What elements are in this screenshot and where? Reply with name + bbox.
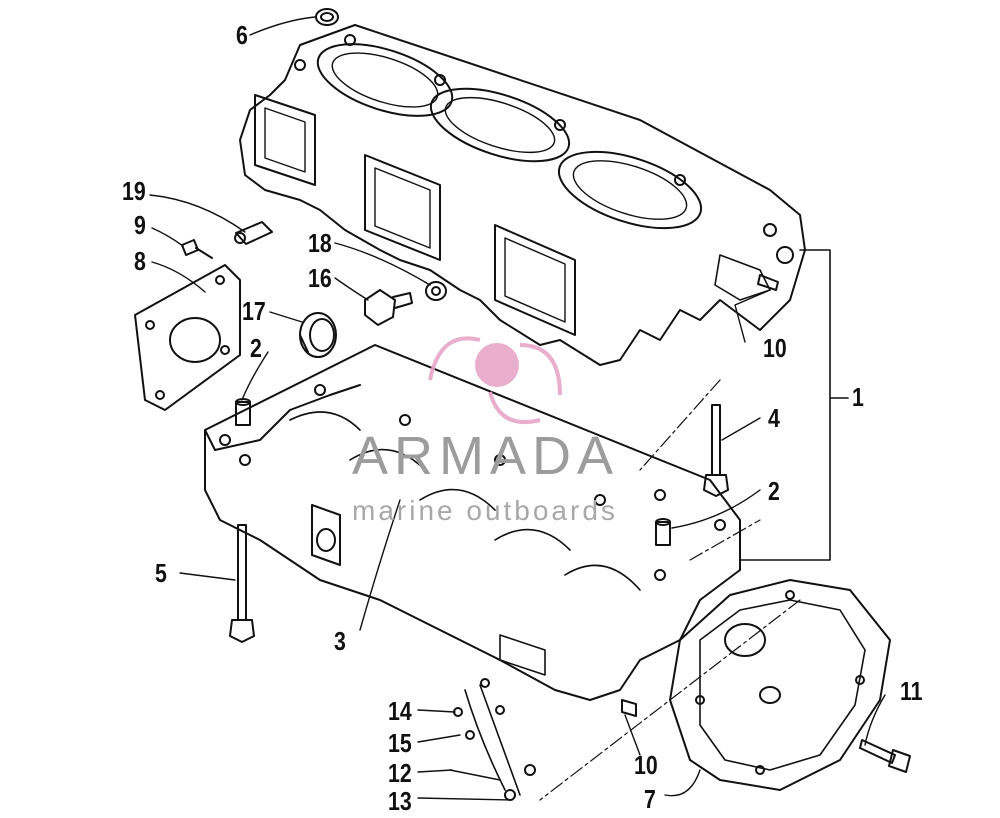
part-4-bolt: [703, 404, 729, 497]
watermark-subtitle: marine outboards: [352, 495, 618, 526]
callout-8: 8: [134, 246, 146, 276]
part-10-pin-lower: [621, 699, 637, 717]
part-17-seal: [299, 312, 337, 358]
watermark-logo: [428, 336, 562, 425]
callout-2-left: 2: [250, 333, 262, 363]
callout-19: 19: [122, 176, 146, 206]
part-1-bracket: [739, 249, 849, 561]
callout-6: 6: [236, 20, 248, 50]
part-16-bolt: [364, 289, 413, 326]
callout-7: 7: [644, 784, 656, 814]
part-10-pin-upper: [757, 274, 779, 291]
callout-10-upper: 10: [763, 333, 787, 363]
part-8-plate: [134, 264, 241, 411]
part-6-seal: [315, 8, 339, 26]
lower-crankcase: [204, 344, 741, 701]
callout-17: 17: [242, 296, 266, 326]
callout-2-right: 2: [768, 476, 780, 506]
callout-18: 18: [308, 228, 332, 258]
center-lines: [539, 379, 801, 801]
callout-5: 5: [155, 558, 167, 588]
callout-15: 15: [388, 728, 412, 758]
callout-10-lower: 10: [634, 750, 658, 780]
part-7-housing: [669, 579, 891, 791]
part-5-bolt: [229, 524, 255, 643]
callout-12: 12: [388, 758, 412, 788]
leader-lines: [149, 16, 886, 801]
watermark-brand: ARMADA: [352, 426, 620, 486]
callout-9: 9: [134, 210, 146, 240]
part-2-dowel-right: [655, 518, 671, 546]
callout-3: 3: [334, 626, 346, 656]
part-9-bolt: [181, 239, 213, 259]
part-19-sensor: [234, 221, 273, 245]
callout-1: 1: [852, 382, 864, 412]
callout-16: 16: [308, 263, 332, 293]
callout-4: 4: [768, 403, 780, 433]
callout-13: 13: [388, 786, 412, 816]
callout-14: 14: [388, 696, 412, 726]
callout-11: 11: [900, 676, 923, 706]
harness-12-15: [449, 678, 536, 801]
cylinder-block: [239, 24, 806, 366]
part-18-washer: [425, 281, 447, 301]
part-11-bolt: [859, 739, 911, 773]
